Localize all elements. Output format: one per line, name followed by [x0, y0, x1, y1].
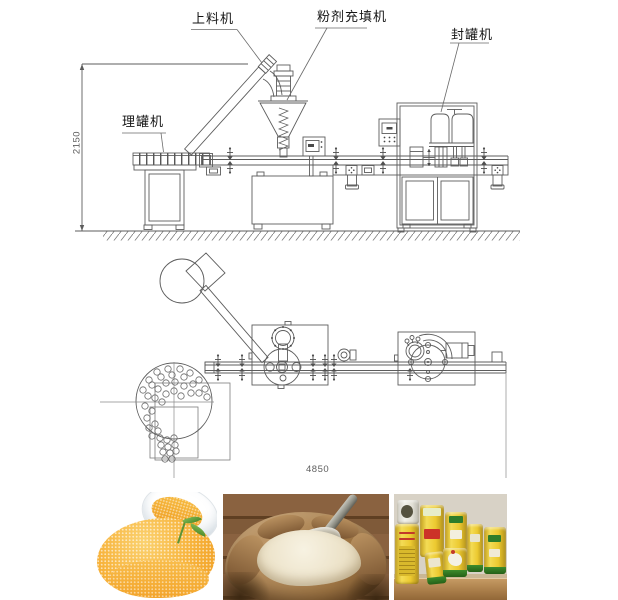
label-filler: 粉剂充填机 — [317, 9, 388, 24]
dimension-height-2150: 2150 — [71, 130, 83, 155]
plan-view — [100, 252, 507, 478]
photo-canned-products — [394, 494, 507, 600]
label-sealer: 封罐机 — [451, 27, 494, 42]
can — [420, 505, 444, 557]
photo-flour-sack — [223, 494, 389, 600]
can — [445, 512, 467, 554]
screw-feeder-machine — [183, 54, 283, 156]
can — [484, 527, 506, 574]
photo-corn-grits — [95, 492, 217, 600]
filler-base-cabinet — [251, 171, 334, 230]
sealer-control-panel — [378, 118, 401, 147]
unscrambler-machine — [132, 152, 210, 230]
wood-shelf — [394, 578, 507, 600]
elevation-view — [75, 27, 520, 241]
plan-sealer-station — [337, 331, 503, 386]
can — [467, 524, 483, 572]
sealer-machine — [378, 102, 478, 233]
technical-drawing-svg — [75, 27, 520, 478]
control-display — [302, 136, 326, 177]
shadow — [223, 572, 275, 600]
height-dimension-line — [79, 63, 248, 231]
dimension-length-4850: 4850 — [306, 464, 330, 475]
label-unscrambler: 理罐机 — [122, 114, 165, 129]
label-feeder: 上料机 — [192, 11, 235, 26]
drive-motor — [347, 174, 357, 187]
leader-lines — [122, 27, 489, 153]
corn-pile-spread — [109, 560, 209, 598]
plan-filler-station — [248, 321, 329, 389]
plan-conveyor — [204, 353, 507, 382]
shadow — [341, 574, 389, 600]
can — [443, 548, 467, 577]
drive-motor — [492, 174, 503, 187]
conveyor-elevation — [199, 146, 509, 190]
can — [397, 500, 419, 524]
can — [395, 524, 419, 584]
powder-filler-machine — [251, 64, 334, 230]
plan-screw-feeder — [159, 252, 269, 364]
plan-unscrambler-turntable — [100, 362, 231, 478]
ground-hatching — [75, 230, 520, 241]
